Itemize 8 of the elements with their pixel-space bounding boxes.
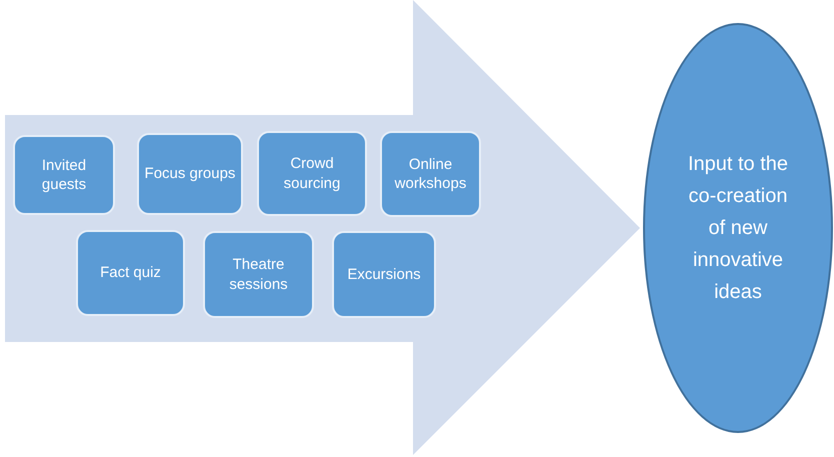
ellipse: Input to the co-creation of new innovative ideas [643, 23, 833, 433]
rounded-box: Excursions [332, 231, 436, 318]
rounded-box: Focus groups [137, 133, 243, 215]
rounded-box: Theatre sessions [203, 231, 314, 318]
rounded-box: Crowd sourcing [257, 131, 367, 216]
rounded-box: Fact quiz [76, 230, 185, 316]
rounded-box: Online workshops [380, 131, 481, 217]
rounded-box: Invited guests [13, 135, 115, 215]
